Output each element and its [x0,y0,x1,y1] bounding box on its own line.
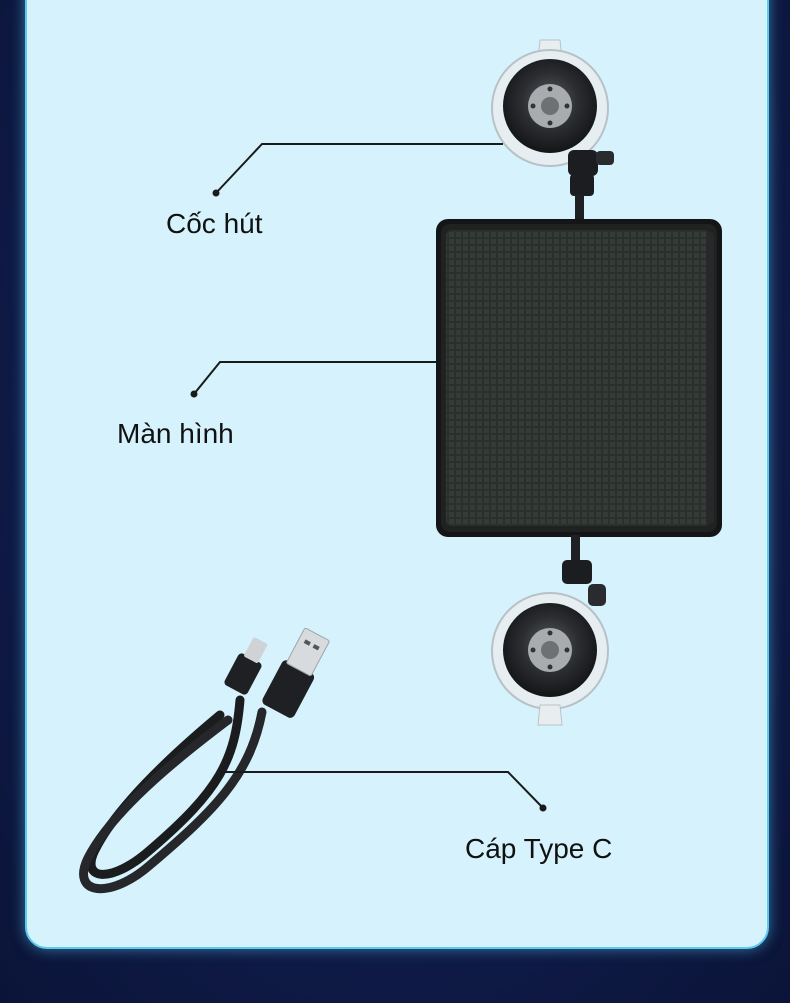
bottom-suction-cup [491,535,609,726]
leader-lines [193,143,544,809]
label-screen: Màn hình [117,418,234,449]
label-suction-cup: Cốc hút [166,208,263,239]
usb-type-c-cable [79,627,330,893]
top-suction-cup [491,39,614,222]
label-type-c-cable: Cáp Type C [465,833,613,864]
leader-dots [190,189,547,812]
led-screen [436,219,722,537]
